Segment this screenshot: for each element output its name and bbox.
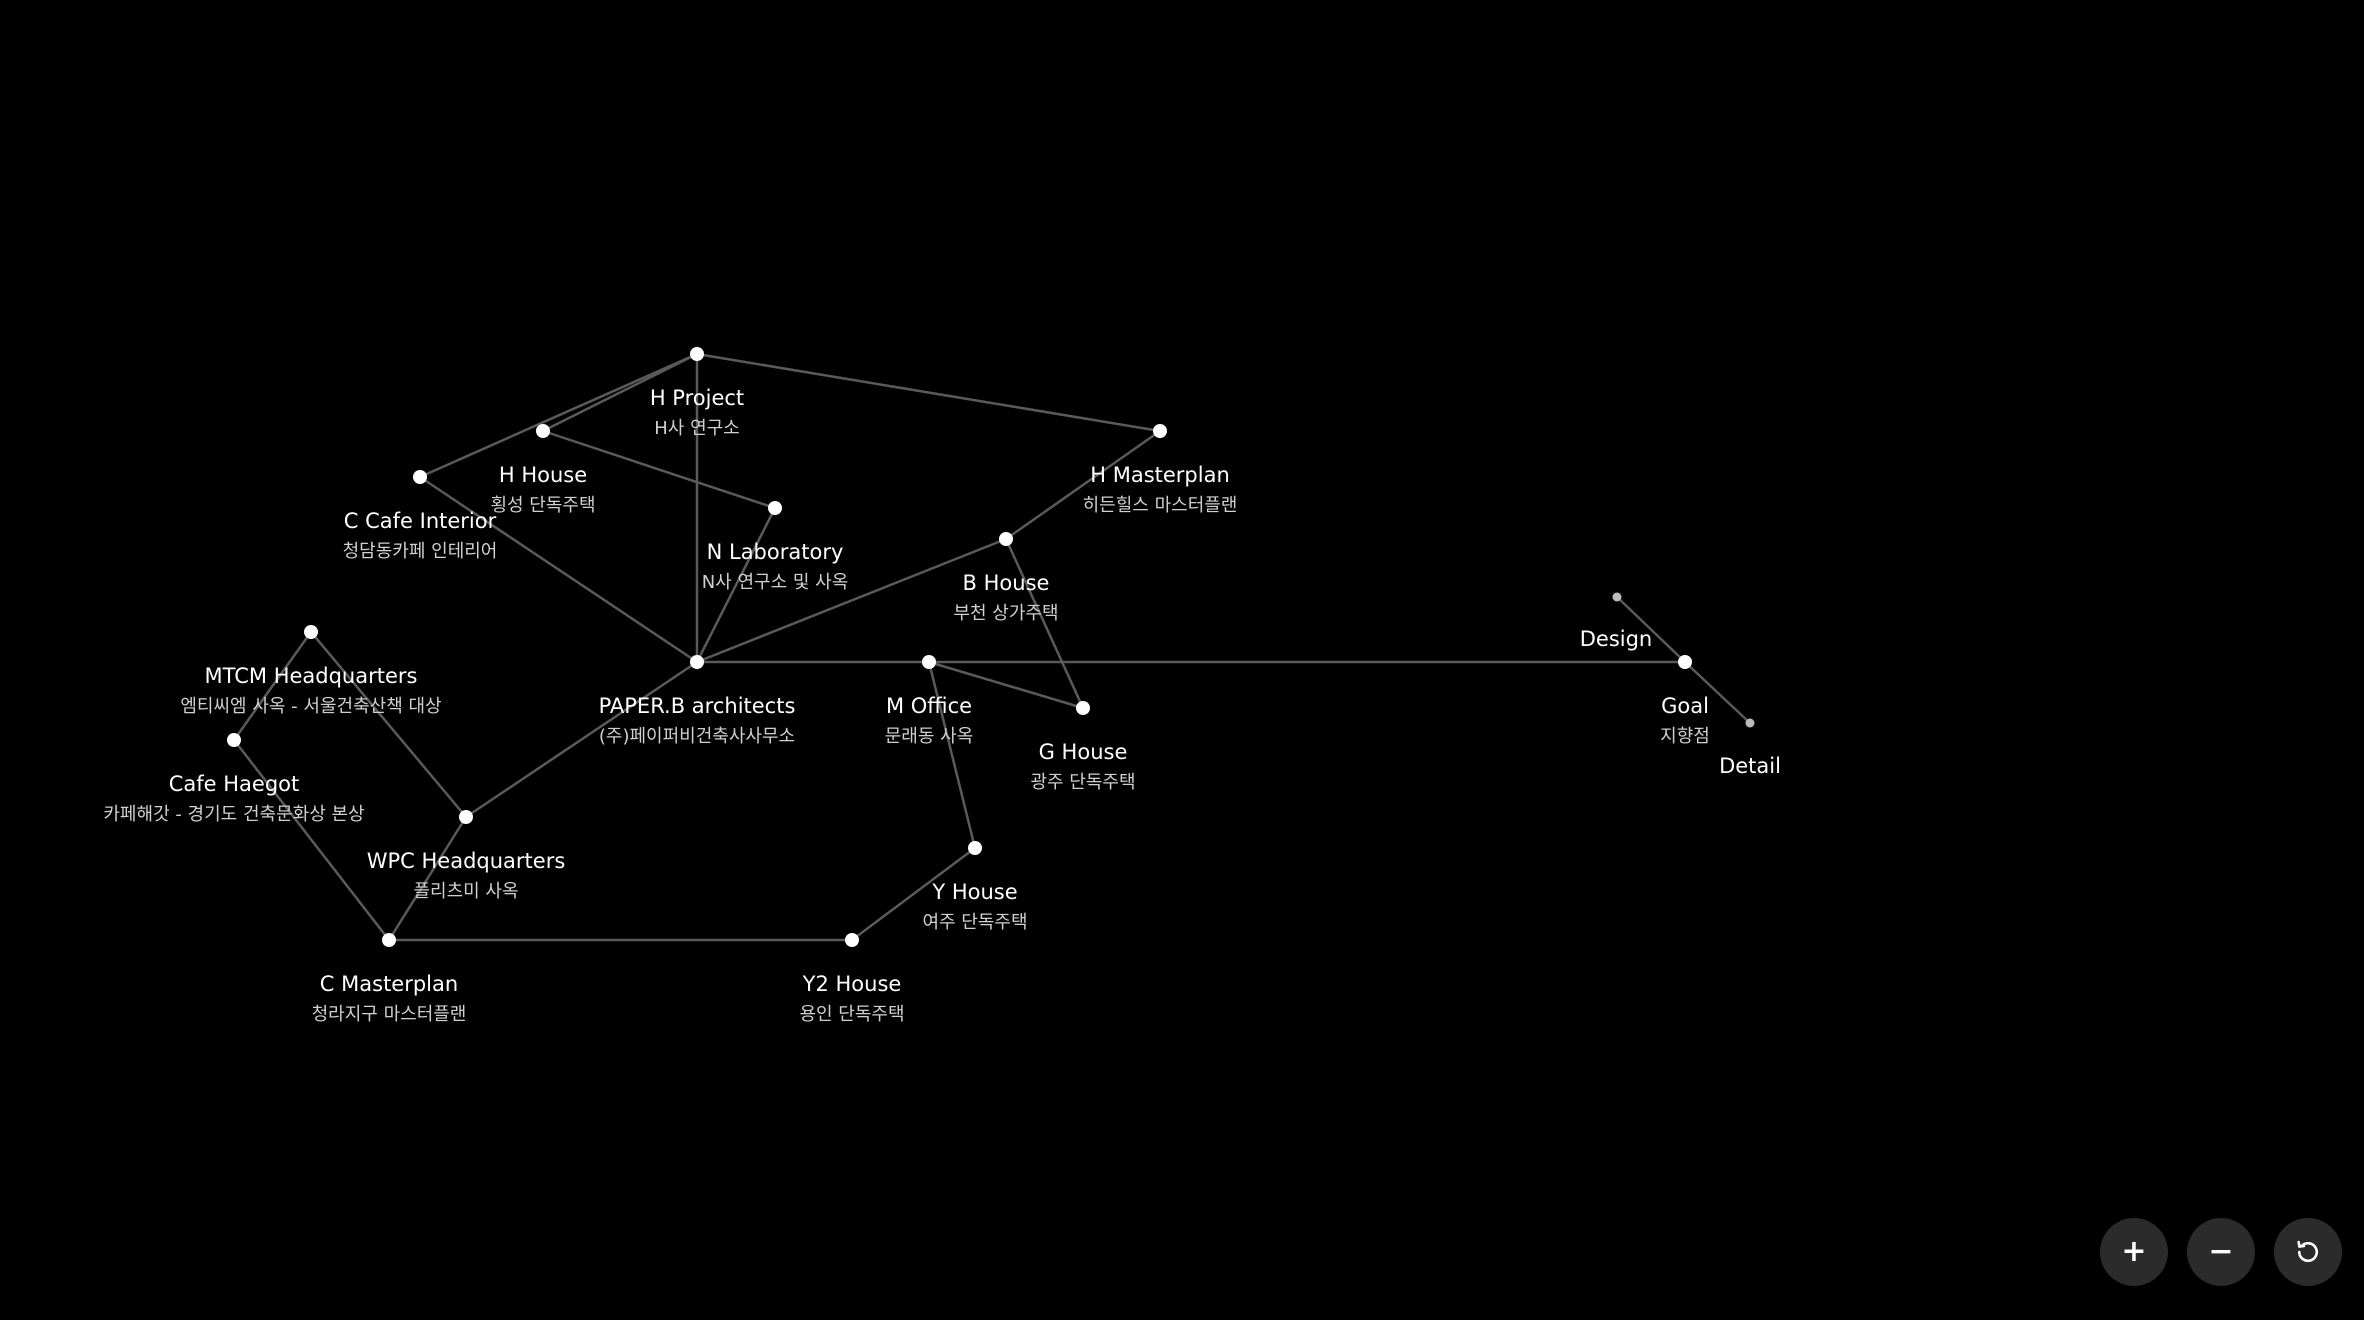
node-ccafe[interactable]: C Cafe Interior 청담동카페 인테리어 [343,470,498,562]
node-title: G House [1039,740,1128,764]
node-subtitle: 여주 단독주택 [922,912,1027,933]
node-title: H Project [650,386,744,410]
edge-goal-detail [1684,661,1751,724]
node-subtitle: 지향점 [1660,726,1710,747]
node-dot[interactable] [690,347,704,361]
node-subtitle: 플리츠미 사옥 [413,881,518,902]
node-subtitle: 부천 상가주택 [953,603,1058,624]
edge-cmaster-wpc [387,816,468,941]
node-subtitle: 문래동 사옥 [885,726,974,747]
node-dot[interactable] [1153,424,1167,438]
reset-view-button[interactable] [2274,1218,2342,1286]
node-detail[interactable]: Detail [1719,718,1781,779]
node-subtitle: 광주 단독주택 [1030,772,1135,793]
node-hproject[interactable]: H Project H사 연구소 [650,347,744,439]
node-dot[interactable] [922,655,936,669]
node-dot[interactable] [999,532,1013,546]
edge-bhouse-paperb [696,537,1007,664]
node-title: Detail [1719,754,1781,778]
node-subtitle: 횡성 단독주택 [490,495,595,516]
node-dot[interactable] [382,933,396,947]
node-dot[interactable] [1612,592,1622,602]
edge-cmaster-haegot [233,739,390,941]
node-haegot[interactable]: Cafe Haegot 카페해갓 - 경기도 건축문화상 본상 [103,733,365,825]
node-subtitle: N사 연구소 및 사옥 [702,572,849,593]
node-dot[interactable] [459,810,473,824]
node-subtitle: 카페해갓 - 경기도 건축문화상 본상 [103,804,364,825]
edge-hproject-ccafe [419,352,698,479]
node-wpc[interactable]: WPC Headquarters 플리츠미 사옥 [367,810,566,902]
node-dot[interactable] [227,733,241,747]
node-y2house[interactable]: Y2 House 용인 단독주택 [799,933,905,1025]
node-hhouse[interactable]: H House 횡성 단독주택 [490,424,596,516]
node-subtitle: H사 연구소 [654,418,740,439]
node-subtitle: 청담동카페 인테리어 [343,541,498,562]
node-ghouse[interactable]: G House 광주 단독주택 [1030,701,1136,793]
edge-hmaster-bhouse [1005,429,1161,541]
node-dot[interactable] [1076,701,1090,715]
zoom-out-button[interactable]: − [2187,1218,2255,1286]
node-title: PAPER.B architects [599,694,796,718]
plus-icon: + [2121,1234,2147,1269]
node-cmaster[interactable]: C Masterplan 청라지구 마스터플랜 [312,933,467,1025]
node-dot[interactable] [1745,718,1755,728]
node-paperb[interactable]: PAPER.B architects (주)페이퍼비건축사사무소 [599,655,796,747]
node-mtcm[interactable]: MTCM Headquarters 엠티씨엠 사옥 - 서울건축산책 대상 [180,625,442,717]
node-yhouse[interactable]: Y House 여주 단독주택 [922,841,1028,933]
node-design[interactable]: Design [1580,592,1653,652]
node-title: H House [499,463,587,487]
node-hmaster[interactable]: H Masterplan 히든힐스 마스터플랜 [1083,424,1238,516]
edge-ccafe-paperb [419,475,698,664]
node-dot[interactable] [413,470,427,484]
node-bhouse[interactable]: B House 부천 상가주택 [953,532,1059,624]
node-dot[interactable] [1678,655,1692,669]
node-title: Y House [931,880,1017,904]
node-subtitle: (주)페이퍼비건축사사무소 [599,726,795,747]
edges [232,352,1751,942]
node-title: C Cafe Interior [344,509,497,533]
node-subtitle: 용인 단독주택 [799,1004,904,1025]
node-dot[interactable] [690,655,704,669]
edge-hproject-hmaster [696,352,1161,433]
node-subtitle: 청라지구 마스터플랜 [312,1004,467,1025]
edge-hhouse-nlab [542,429,776,510]
edge-moffice-yhouse [927,661,977,849]
edge-yhouse-y2house [851,846,976,942]
node-dot[interactable] [845,933,859,947]
node-title: M Office [886,694,972,718]
node-title: WPC Headquarters [367,849,566,873]
node-title: Cafe Haegot [169,772,300,796]
node-dot[interactable] [968,841,982,855]
node-subtitle: 히든힐스 마스터플랜 [1083,495,1238,516]
node-subtitle: 엠티씨엠 사옥 - 서울건축산책 대상 [180,696,441,717]
node-dot[interactable] [536,424,550,438]
edge-hproject-hhouse [542,352,698,433]
node-title: MTCM Headquarters [205,664,418,688]
node-title: Goal [1661,694,1709,718]
node-dot[interactable] [304,625,318,639]
node-title: C Masterplan [320,972,458,996]
node-title: Design [1580,627,1653,651]
zoom-in-button[interactable]: + [2100,1218,2168,1286]
node-dot[interactable] [768,501,782,515]
minus-icon: − [2208,1234,2234,1269]
edge-mtcm-wpc [310,631,467,818]
node-goal[interactable]: Goal 지향점 [1660,655,1710,747]
node-moffice[interactable]: M Office 문래동 사옥 [885,655,974,747]
zoom-controls: + − [2100,1218,2342,1286]
node-nlab[interactable]: N Laboratory N사 연구소 및 사옥 [702,501,849,593]
reset-icon [2297,1240,2318,1263]
node-title: H Masterplan [1090,463,1230,487]
node-title: Y2 House [802,972,902,996]
edge-haegot-mtcm [232,631,313,741]
node-title: N Laboratory [707,540,844,564]
edge-moffice-ghouse [928,660,1084,710]
edge-nlab-paperb [695,507,777,663]
edge-paperb-wpc [465,660,698,819]
node-title: B House [963,571,1050,595]
edge-bhouse-ghouse [1004,538,1085,709]
edge-goal-design [1616,596,1686,663]
